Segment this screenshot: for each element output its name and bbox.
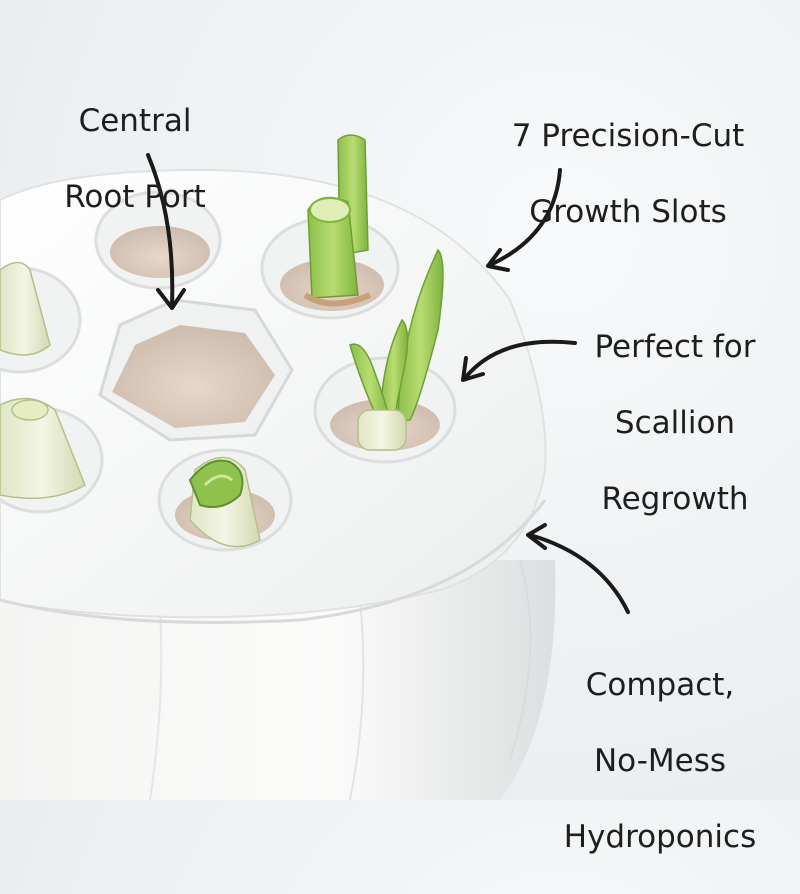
label-line: Perfect for <box>594 329 756 365</box>
label-scallion-regrowth: Perfect for Scallion Regrowth <box>575 290 775 556</box>
scallion-middle-right <box>349 248 444 451</box>
arrow-growth-slots <box>488 168 562 267</box>
scallion-left <box>0 261 86 500</box>
label-line: Hydroponics <box>563 819 757 855</box>
label-line: Scallion <box>614 405 736 441</box>
product-photo <box>0 134 630 800</box>
label-line: Root Port <box>64 179 206 215</box>
scallion-bottom <box>188 456 261 548</box>
label-hydroponics: Compact, No-Mess Hydroponics <box>540 628 780 894</box>
scallion-top-right <box>303 134 372 307</box>
arrow-hydroponics-head <box>526 523 547 550</box>
label-line: No-Mess <box>593 743 727 779</box>
arrow-root-port-head <box>156 288 186 310</box>
arrow-scallion-head <box>461 356 485 382</box>
arrow-root-port <box>146 153 175 307</box>
label-line: 7 Precision-Cut <box>511 118 745 154</box>
annotation-arrows <box>146 153 630 614</box>
label-line: Regrowth <box>601 481 749 517</box>
label-line: Compact, <box>585 667 735 703</box>
arrow-hydroponics <box>528 533 630 614</box>
label-line: Growth Slots <box>529 194 727 230</box>
arrow-scallion <box>463 339 577 380</box>
label-growth-slots: 7 Precision-Cut Growth Slots <box>478 79 778 269</box>
label-central-root-port: Central Root Port <box>45 64 225 254</box>
arrow-growth-slots-head <box>486 248 510 272</box>
label-line: Central <box>78 103 192 139</box>
central-root-port <box>98 298 294 442</box>
